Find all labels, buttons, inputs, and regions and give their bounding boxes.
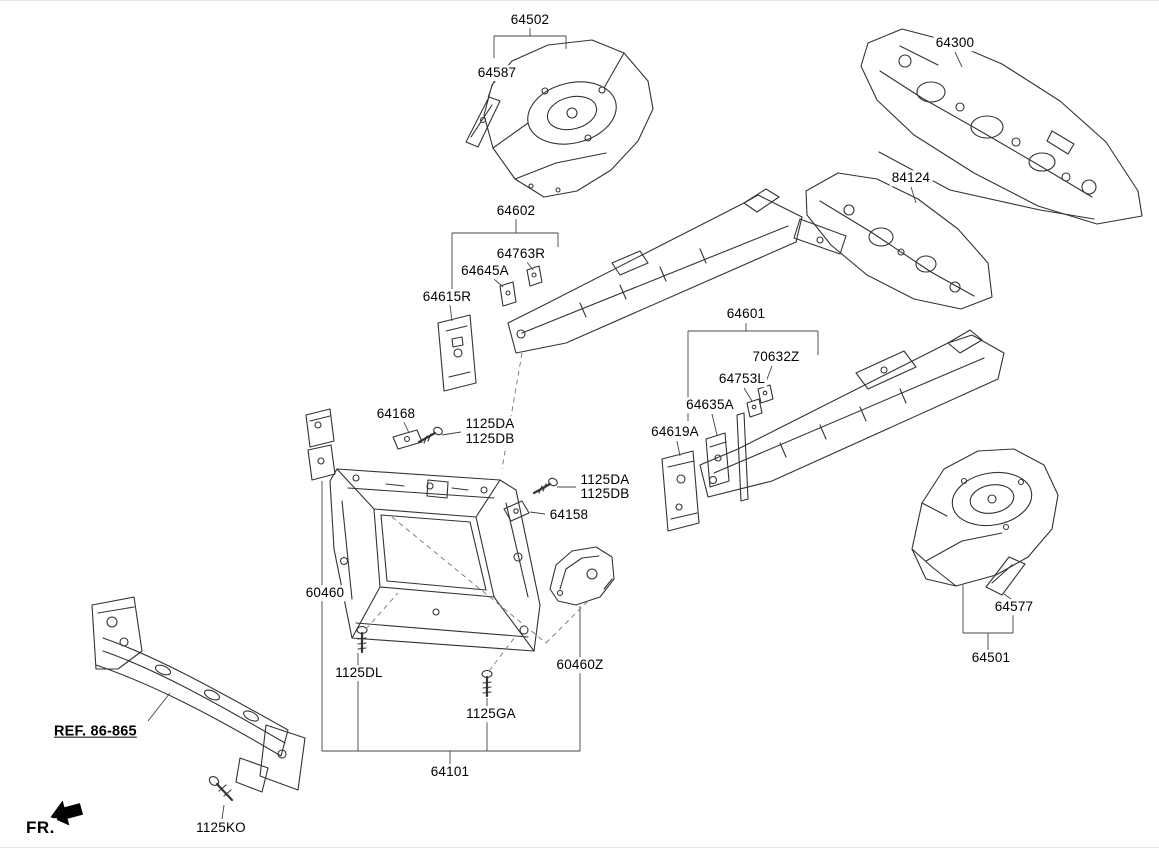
part-bumper-beam-ref-drawing (91, 596, 306, 793)
part-70632Z-clip-drawing (757, 384, 774, 404)
bolt-1125da-db-mid-drawing (532, 477, 558, 495)
part-64615R-plate-drawing (437, 314, 477, 392)
part-84124-insulator-drawing (805, 172, 993, 310)
fr-label: FR. (24, 818, 57, 838)
part-64753L-clip-drawing (746, 398, 763, 418)
part-label-64602: 64602 (494, 203, 538, 219)
part-60460Z-bracket-drawing (549, 546, 615, 606)
part-64168-bracket-drawing (392, 429, 423, 450)
part-label-64101: 64101 (428, 764, 472, 780)
fr-direction-arrow-icon (50, 800, 84, 826)
part-label-1125ko: 1125KO (194, 820, 248, 836)
part-label-64300: 64300 (933, 35, 977, 51)
part-label-1125db-upper: 1125DB (463, 431, 517, 447)
bolt-1125ko-drawing (208, 776, 234, 802)
part-64645A-bracket-drawing (499, 281, 517, 307)
part-label-1125da-mid: 1125DA (578, 472, 632, 488)
part-label-64619a: 64619A (649, 424, 701, 440)
part-label-1125dl: 1125DL (333, 665, 385, 681)
bolt-1125dl-drawing (356, 625, 368, 654)
part-label-60460: 60460 (303, 585, 347, 601)
part-64300-dash-panel-drawing (860, 28, 1143, 225)
bolt-1125da-db-upper-drawing (417, 426, 443, 444)
part-label-1125db-mid: 1125DB (578, 486, 632, 502)
part-label-64615r: 64615R (420, 289, 474, 305)
part-64601-side-member-lh-drawing (699, 329, 1005, 502)
part-label-64168: 64168 (374, 406, 418, 422)
part-64501-fender-apron-lh-drawing (911, 448, 1059, 587)
part-label-60460z: 60460Z (554, 657, 606, 673)
part-label-1125da-upper: 1125DA (463, 416, 517, 432)
part-label-64601: 64601 (724, 306, 768, 322)
part-64158-bracket-drawing (503, 500, 530, 522)
part-label-1125ga: 1125GA (464, 706, 518, 722)
bolt-1125ga-drawing (481, 669, 493, 698)
part-64502-fender-apron-rh-drawing (483, 39, 654, 198)
part-60460-radiator-support-drawing (305, 408, 541, 652)
part-64577-bracket-drawing (985, 556, 1026, 596)
part-label-64645a: 64645A (459, 263, 511, 279)
part-label-64587: 64587 (475, 65, 519, 81)
part-64619A-plate-drawing (661, 450, 700, 532)
part-label-64501: 64501 (969, 650, 1013, 666)
part-64602-side-member-rh-drawing (507, 188, 847, 354)
assembly-dashed-lines (365, 352, 589, 672)
part-label-84124: 84124 (889, 170, 933, 186)
part-64587-strip-drawing (465, 96, 501, 148)
part-label-64753l: 64753L (716, 371, 768, 387)
ref-bumper-label: REF. 86-865 (52, 723, 139, 741)
part-label-64158: 64158 (547, 507, 591, 523)
part-label-64577: 64577 (992, 599, 1036, 615)
part-label-64502: 64502 (508, 12, 552, 28)
part-label-70632z: 70632Z (750, 349, 802, 365)
leader-lines (147, 28, 1014, 820)
part-64763R-bracket-drawing (526, 265, 543, 287)
part-label-64635a: 64635A (684, 397, 736, 413)
part-64635A-bracket-drawing (705, 432, 730, 488)
part-label-64763r: 64763R (494, 246, 548, 262)
